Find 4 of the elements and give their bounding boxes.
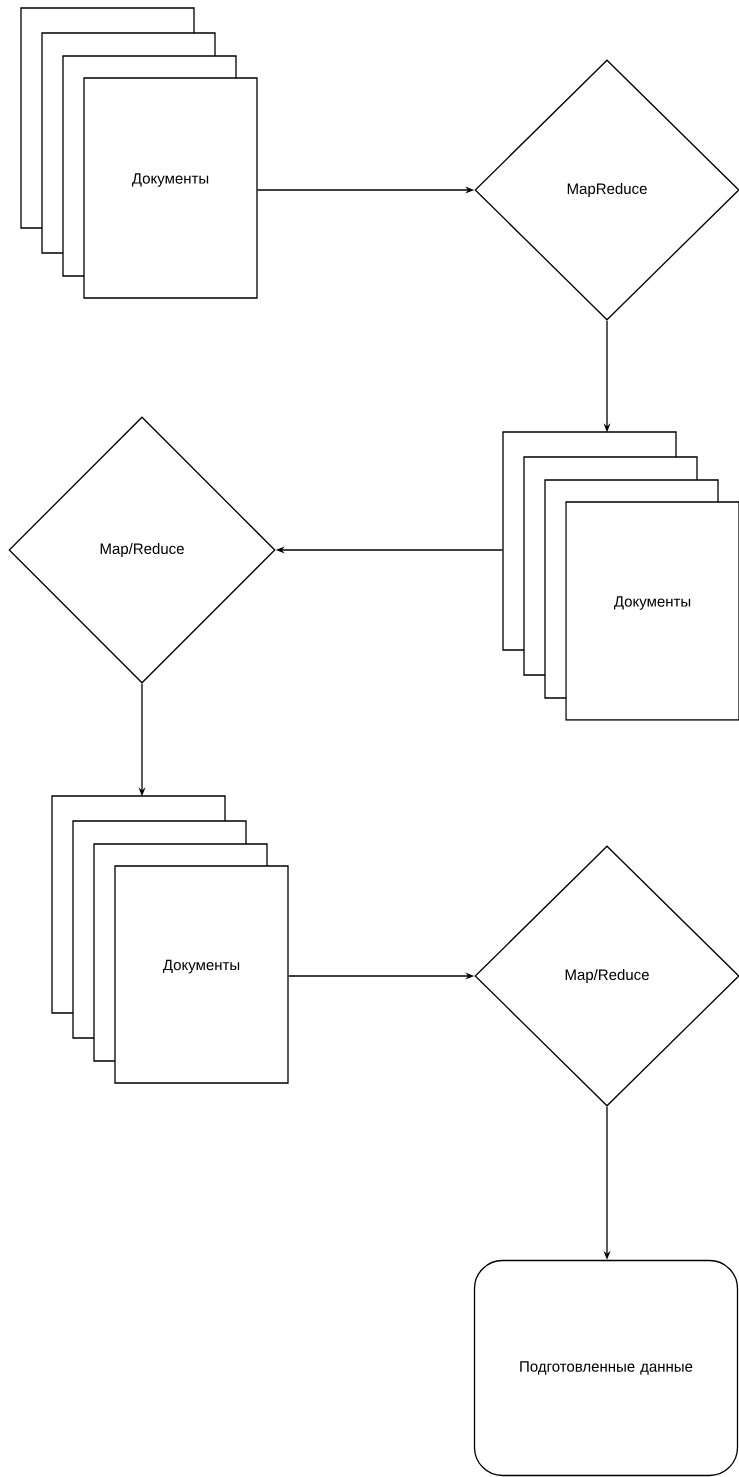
document-stack: Документы bbox=[20, 7, 258, 299]
document-stack: Документы bbox=[502, 431, 739, 721]
document-stack: Документы bbox=[51, 795, 289, 1084]
rounded-box: Подготовленные данные bbox=[473, 1259, 739, 1477]
